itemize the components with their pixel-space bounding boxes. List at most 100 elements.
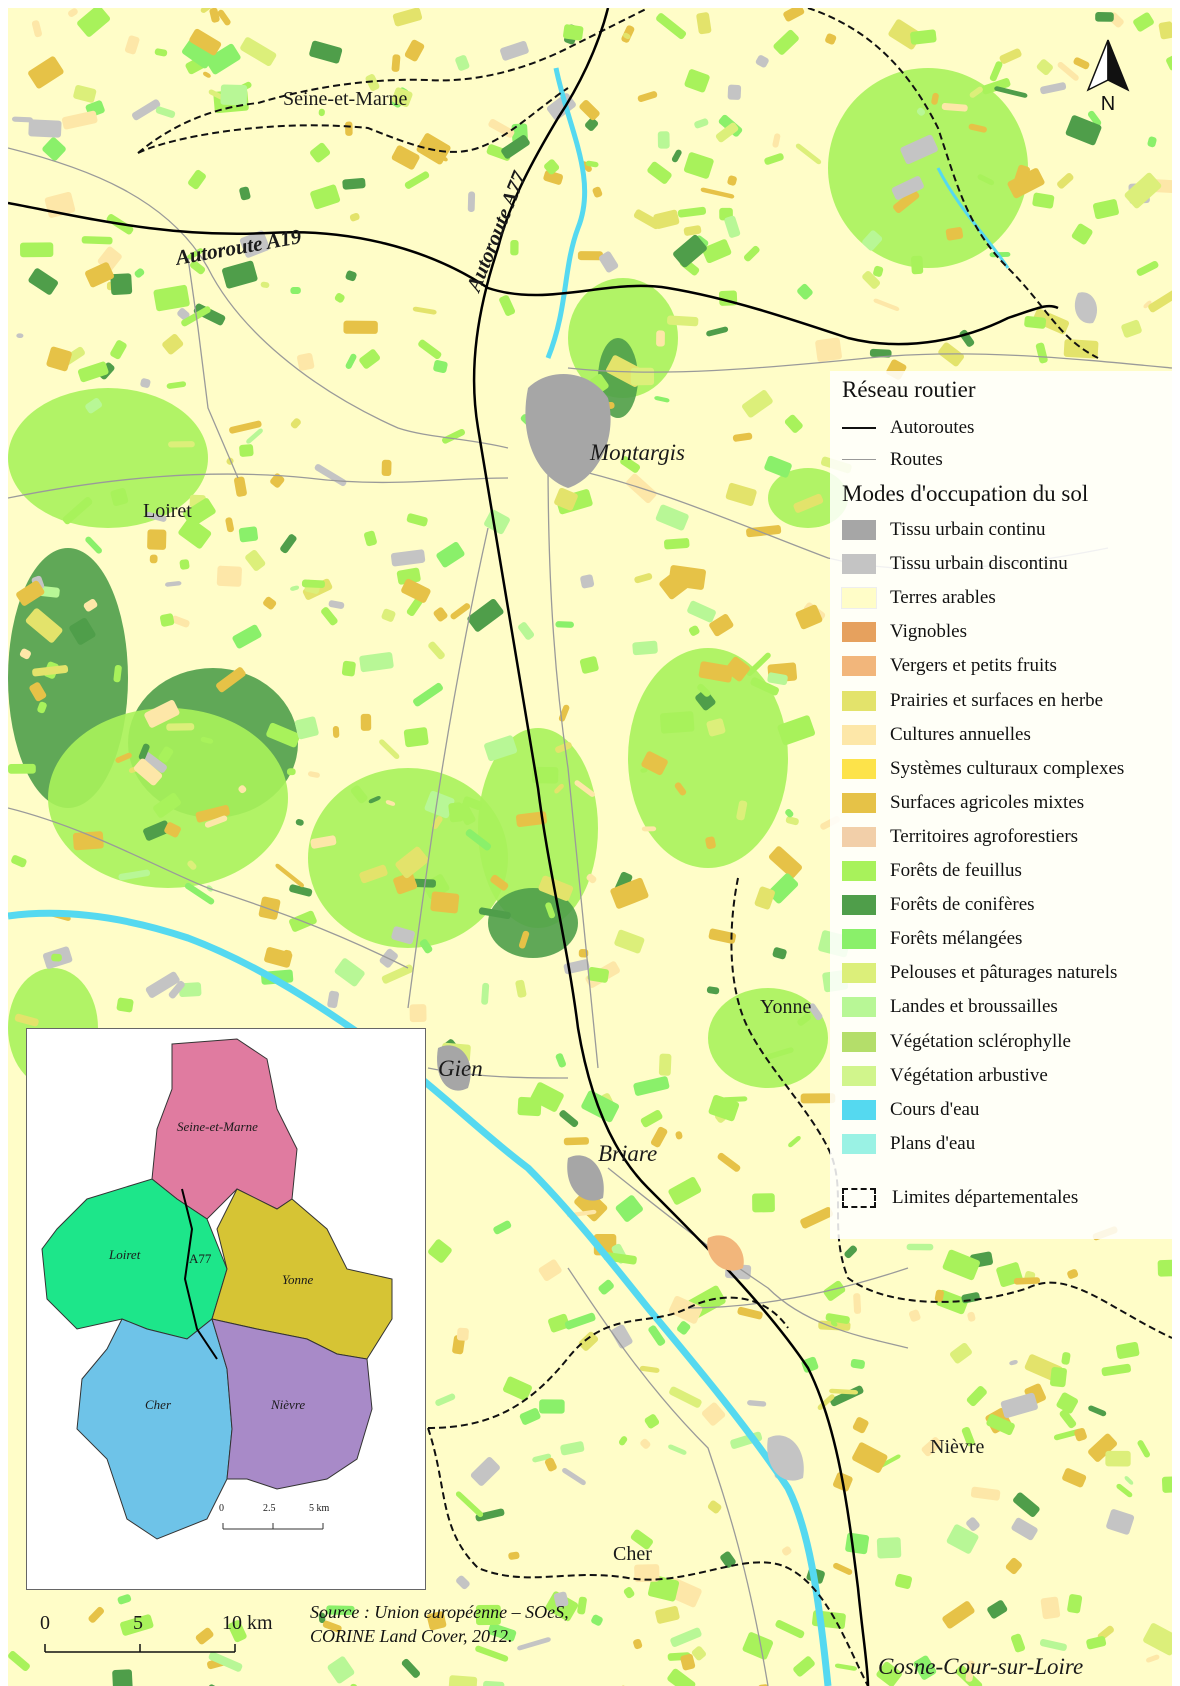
label-montargis: Montargis — [590, 440, 685, 465]
scale-label-0: 0 — [40, 1612, 50, 1634]
legend-swatch-label: Terres arables — [890, 587, 996, 609]
legend-swatch — [842, 656, 876, 677]
legend-road-title: Réseau routier — [842, 377, 976, 402]
label-briare: Briare — [598, 1141, 658, 1166]
legend-swatch — [842, 724, 876, 745]
legend-swatch-label: Tissu urbain continu — [890, 519, 1046, 540]
label-seine-et-marne: Seine-et-Marne — [283, 88, 408, 110]
legend-swatch — [842, 895, 876, 916]
legend-swatch — [842, 929, 876, 950]
stream — [936, 167, 1010, 269]
motorway-a19 — [8, 201, 1059, 346]
label-cosne: Cosne-Cour-sur-Loire — [878, 1654, 1084, 1679]
label-loiret: Loiret — [143, 500, 192, 522]
legend-swatch-label: Plans d'eau — [890, 1132, 976, 1154]
inset-label-loiret: Loiret — [109, 1247, 141, 1262]
legend-item-landuse: Plans d'eau — [842, 1127, 975, 1161]
legend-swatch — [841, 587, 877, 610]
source-note: Source : Union européenne – SOeS, CORINE… — [310, 1600, 569, 1648]
loire-river — [8, 909, 832, 1686]
dashed-boundary-icon — [842, 1188, 876, 1208]
legend-item-landuse: Forêts de conifères — [842, 888, 1035, 922]
legend-swatch — [842, 997, 876, 1018]
scale-label-10: 10 km — [222, 1612, 273, 1634]
legend-item-landuse: Territoires agroforestiers — [842, 820, 1078, 854]
label-nievre: Nièvre — [930, 1436, 985, 1458]
legend-swatch-label: Cultures annuelles — [890, 723, 1031, 745]
legend-swatch-label: Vergers et petits fruits — [890, 655, 1057, 677]
legend-swatch-label: Systèmes culturaux complexes — [890, 757, 1125, 779]
legend-swatch-label: Forêts de conifères — [890, 894, 1035, 916]
legend-item-landuse: Vergers et petits fruits — [842, 649, 1057, 683]
legend-item-landuse: Landes et broussailles — [842, 990, 1058, 1024]
label-gien: Gien — [438, 1056, 483, 1081]
inset-scale-bar — [222, 1523, 324, 1530]
legend-swatch-label: Prairies et surfaces en herbe — [890, 689, 1104, 711]
legend-swatch — [842, 520, 876, 540]
legend-swatch-label: Végétation sclérophylle — [890, 1030, 1071, 1052]
inset-canvas — [41, 1038, 393, 1540]
source-line-1: Source : Union européenne – SOeS, — [310, 1602, 569, 1622]
legend-swatch — [842, 622, 876, 643]
inset-region-nievre — [211, 1318, 373, 1490]
motorway-line-icon — [842, 418, 876, 438]
legend: Réseau routier Autoroutes Routes Modes d… — [830, 371, 1172, 1239]
road-line-icon — [842, 450, 876, 470]
secondary-roads — [8, 147, 1172, 1686]
legend-landuse-title: Modes d'occupation du sol — [842, 481, 1089, 506]
inset-scale-2-5: 2.5 — [263, 1503, 276, 1514]
legend-item-landuse: Cultures annuelles — [842, 718, 1031, 752]
legend-swatch-label: Surfaces agricoles mixtes — [890, 791, 1085, 813]
legend-item-landuse: Surfaces agricoles mixtes — [842, 786, 1084, 820]
inset-map: Seine-et-Marne Loiret Yonne Cher Nièvre … — [26, 1028, 426, 1590]
legend-item-landuse: Prairies et surfaces en herbe — [842, 684, 1103, 718]
legend-swatch-label: Cours d'eau — [890, 1098, 980, 1120]
inset-region-cher — [76, 1318, 233, 1540]
legend-item-autoroutes: Autoroutes — [842, 411, 974, 445]
loing-river — [545, 67, 588, 359]
legend-item-landuse: Tissu urbain continu — [842, 513, 1046, 547]
inset-a77-road — [181, 1188, 218, 1360]
label-yonne: Yonne — [760, 996, 812, 1018]
north-arrow-icon: N — [1086, 39, 1130, 114]
legend-swatch — [842, 1065, 876, 1086]
legend-item-boundary: Limites départementales — [842, 1181, 1078, 1215]
legend-swatch-label: Forêts de feuillus — [890, 860, 1022, 881]
legend-swatch-label: Vignobles — [890, 621, 967, 643]
source-line-2: CORINE Land Cover, 2012. — [310, 1626, 513, 1646]
inset-label-yonne: Yonne — [282, 1272, 314, 1287]
land-cover-map[interactable]: Seine-et-Marne Loiret Yonne Nièvre Cher … — [8, 8, 1172, 1686]
legend-swatch — [842, 861, 876, 881]
legend-item-landuse: Végétation sclérophylle — [842, 1025, 1071, 1059]
legend-item-landuse: Forêts de feuillus — [842, 854, 1022, 888]
department-boundaries — [137, 8, 1172, 1686]
legend-swatch — [842, 1031, 876, 1052]
legend-swatch — [842, 826, 876, 847]
scale-bar — [44, 1644, 236, 1653]
inset-label-cher: Cher — [145, 1397, 171, 1412]
legend-item-landuse: Terres arables — [841, 581, 996, 615]
legend-item-landuse: Tissu urbain discontinu — [842, 547, 1068, 581]
inset-label-a77: A77 — [189, 1251, 212, 1266]
north-label: N — [1101, 93, 1115, 114]
legend-swatch — [842, 1099, 876, 1120]
legend-swatch — [842, 963, 876, 984]
scale-label-5: 5 — [133, 1612, 143, 1634]
legend-item-landuse: Végétation arbustive — [842, 1059, 1048, 1093]
legend-swatch — [842, 690, 876, 711]
legend-item-landuse: Vignobles — [842, 615, 967, 649]
inset-label-nievre: Nièvre — [271, 1397, 306, 1412]
legend-swatch — [842, 792, 876, 813]
legend-item-landuse: Systèmes culturaux complexes — [842, 752, 1124, 786]
legend-swatch — [842, 554, 876, 575]
legend-item-routes: Routes — [842, 443, 943, 477]
label-cher: Cher — [613, 1543, 652, 1565]
legend-item-landuse: Pelouses et pâturages naturels — [842, 956, 1117, 990]
legend-swatch-label: Landes et broussailles — [890, 996, 1058, 1018]
urban-areas — [437, 292, 1098, 1481]
legend-swatch — [842, 758, 876, 779]
legend-swatch-label: Tissu urbain discontinu — [890, 553, 1068, 575]
legend-item-landuse: Cours d'eau — [842, 1093, 979, 1127]
legend-swatch-label: Végétation arbustive — [890, 1064, 1048, 1086]
inset-scale-5: 5 km — [309, 1503, 330, 1514]
